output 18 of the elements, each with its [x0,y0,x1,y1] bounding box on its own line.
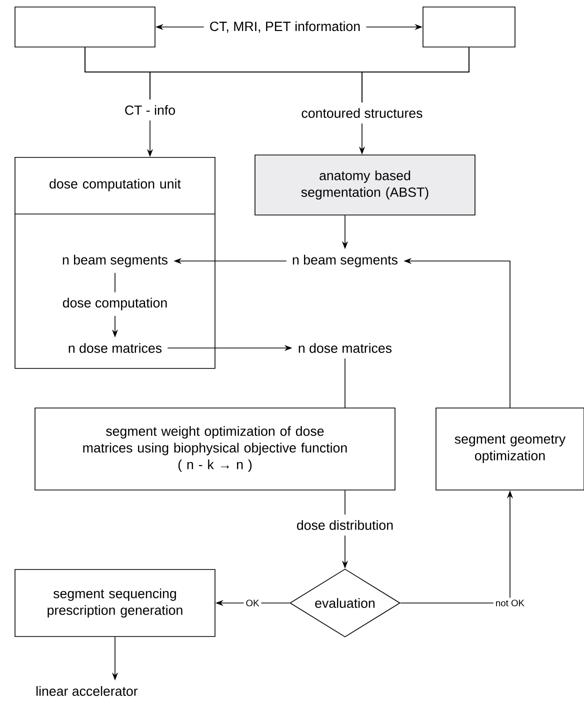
edge-label: not OK [493,598,527,608]
flow-text: n dose matrices [298,343,392,353]
flow-text: contoured structures [302,108,422,118]
process-box: segment weight optimization of dose matrices using biophysical objective function ( n - k → n ) [34,408,396,490]
flow-text: n dose matrices [68,343,162,353]
process-box: segment geometry optimization [436,408,584,490]
process-box: anatomy based segmentation (ABST) [254,154,476,216]
flow-text: CT, MRI, PET information [210,21,360,33]
flow-text: n beam segments [62,254,168,268]
process-box: segment sequencing prescription generation [14,569,216,637]
flow-text: n beam segments [292,254,398,268]
flow-text: linear accelerator [36,686,138,696]
planning-system-box [422,6,516,48]
edge-label: OK [244,598,262,608]
flow-text: dose distribution [297,520,393,530]
flow-text: CT - info [125,105,175,115]
planning-system-box [14,6,156,48]
flow-text: dose computation [62,298,167,310]
